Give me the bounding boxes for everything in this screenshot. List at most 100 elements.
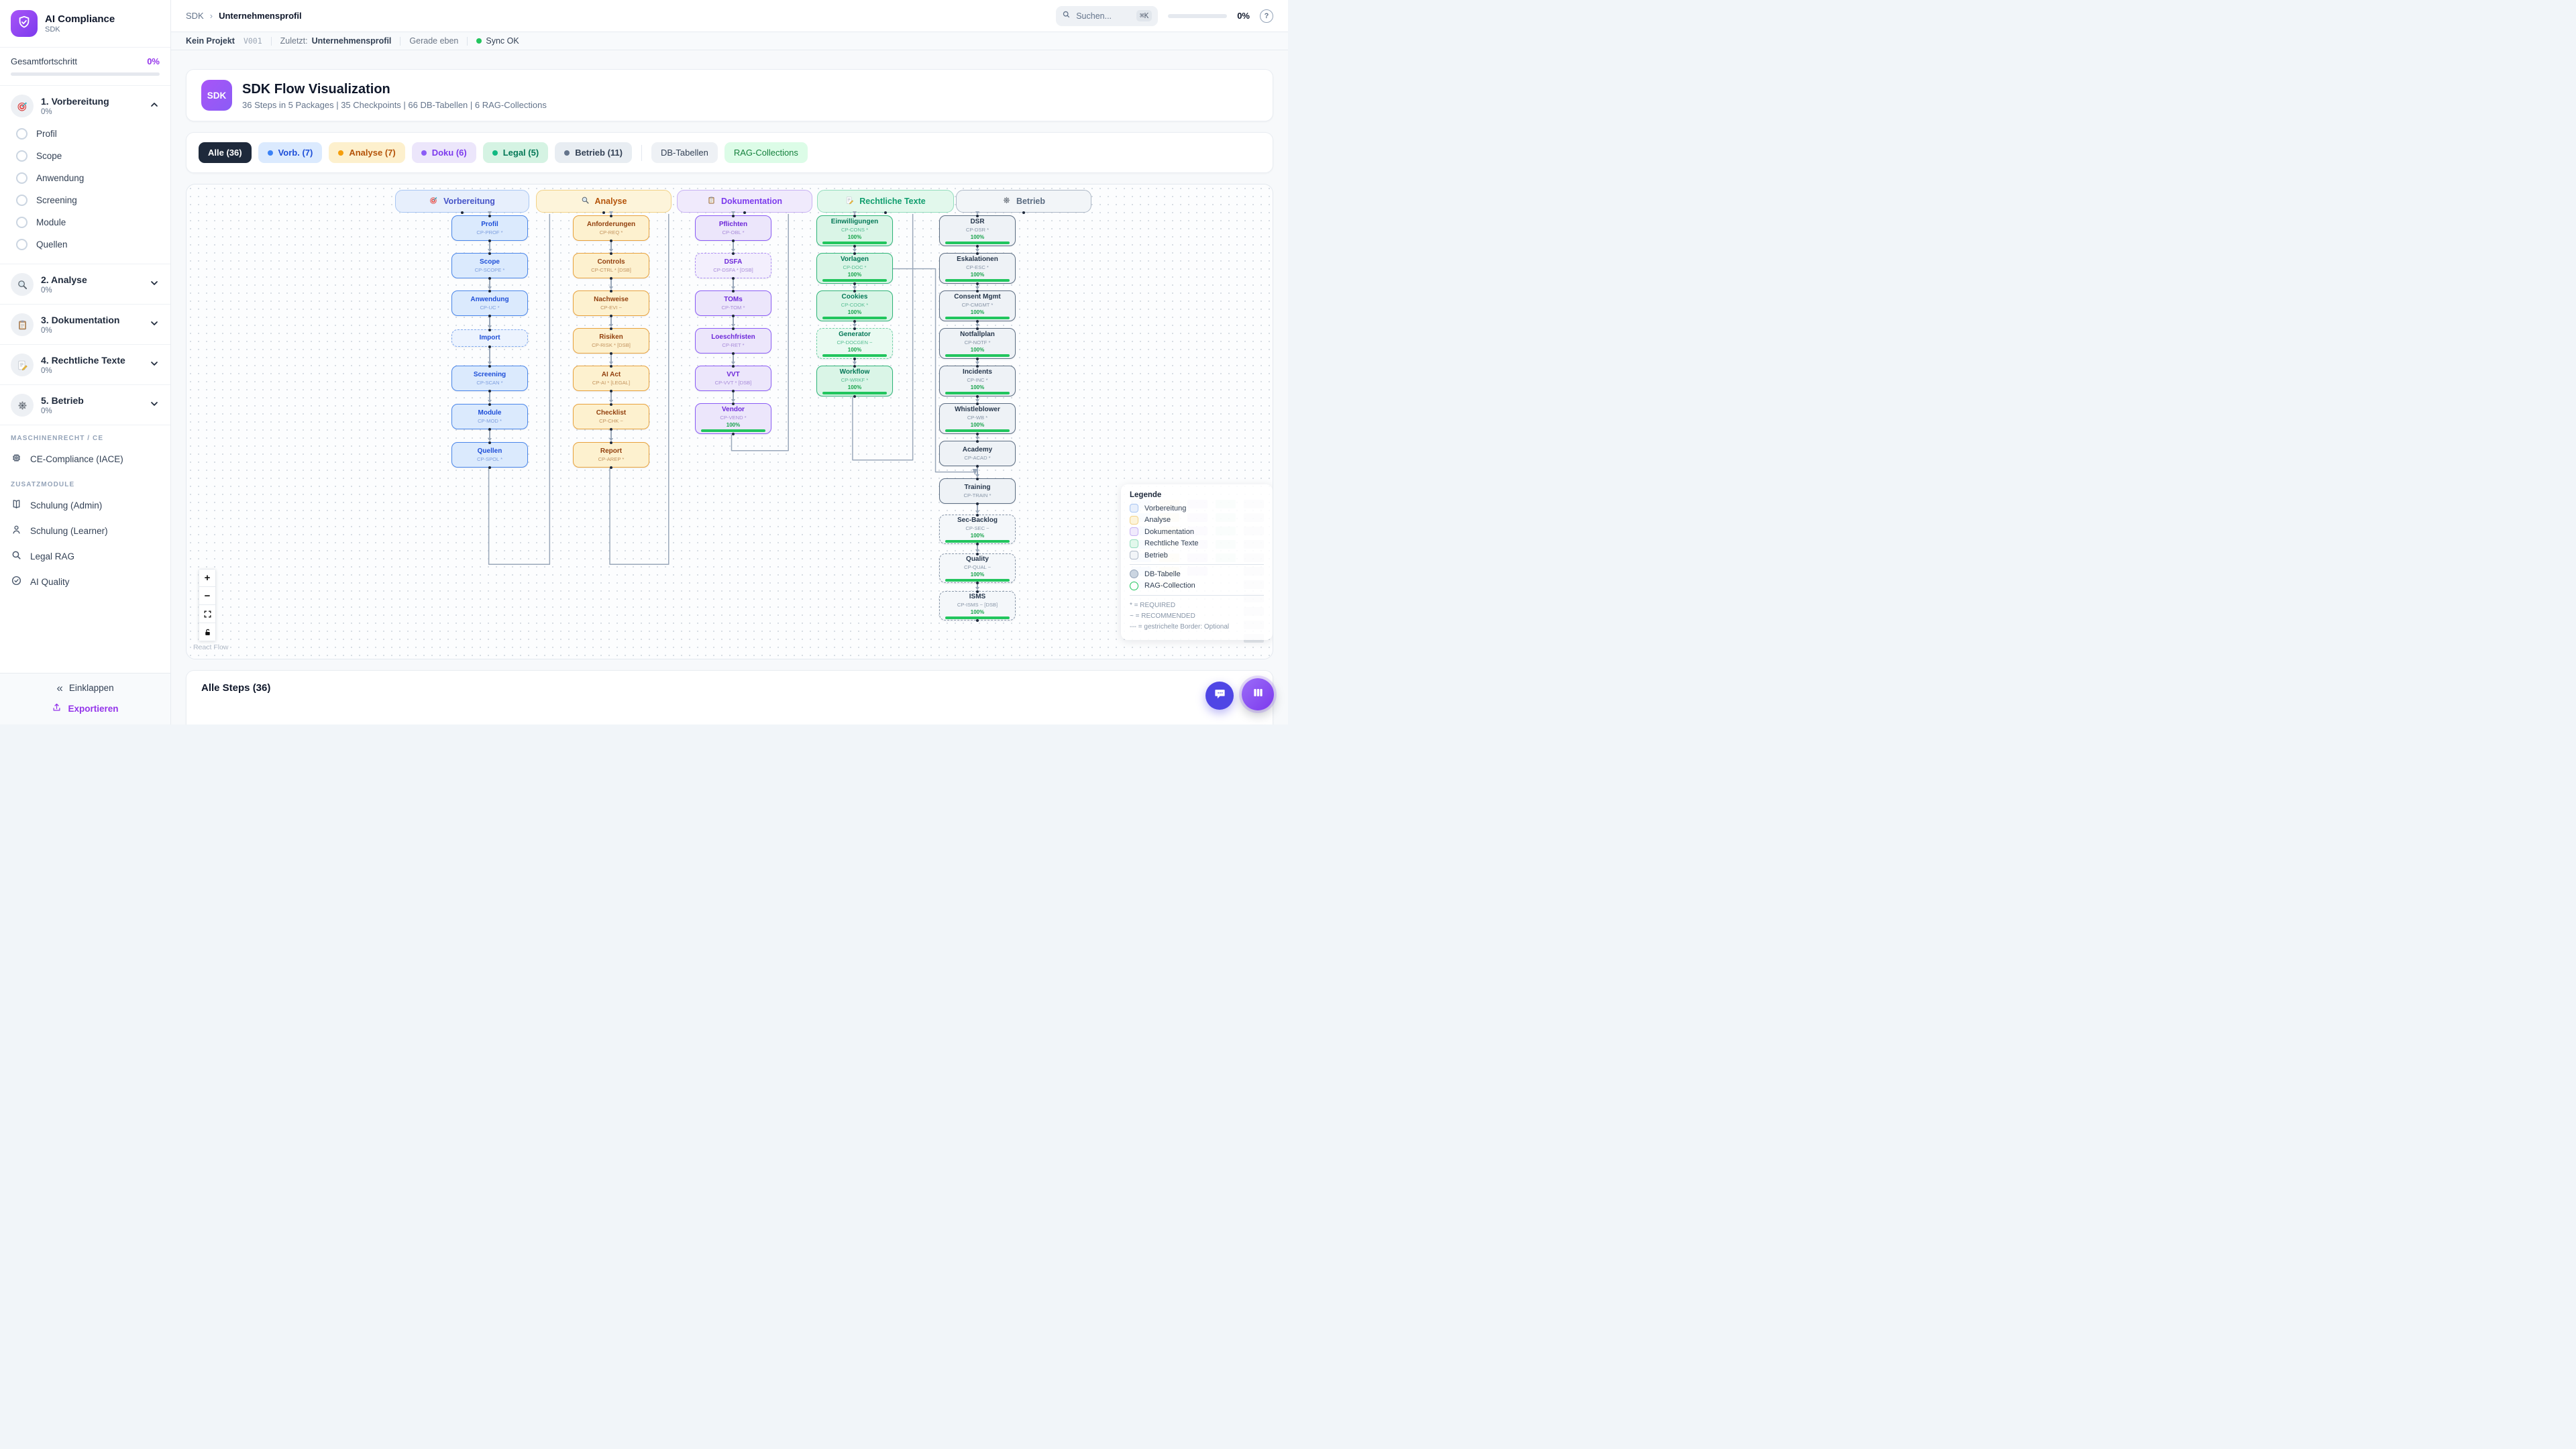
flow-edge	[977, 398, 978, 400]
sidebar-item-module[interactable]: Module	[0, 211, 170, 233]
sidebar-item-schulung-learner[interactable]: Schulung (Learner)	[0, 518, 170, 543]
radio-unchecked-icon	[16, 128, 28, 140]
breadcrumb-separator: ›	[209, 11, 213, 21]
sidebar-item-legal-rag[interactable]: Legal RAG	[0, 543, 170, 569]
flow-edge-arrowhead	[731, 362, 735, 365]
filter-chip-analyse-7[interactable]: Analyse (7)	[329, 142, 405, 163]
flow-edge	[489, 431, 490, 439]
export-button[interactable]: Exportieren	[52, 702, 119, 714]
flow-column-header-vorbereitung[interactable]: Vorbereitung	[395, 190, 529, 214]
flow-edge	[733, 280, 734, 287]
flow-edge-arrowhead	[608, 362, 613, 365]
memo-icon	[845, 196, 854, 207]
overall-progress-track	[11, 72, 160, 76]
flow-column-header-dokumentation[interactable]: Dokumentation	[677, 190, 812, 214]
sidebar-item-profil[interactable]: Profil	[0, 123, 170, 145]
radio-unchecked-icon	[16, 195, 28, 206]
lock-button[interactable]	[199, 623, 216, 641]
legend-note: --- = gestrichelte Border: Optional	[1130, 623, 1230, 631]
sidebar-item-anwendung[interactable]: Anwendung	[0, 167, 170, 189]
flow-edge	[610, 280, 612, 287]
flow-canvas[interactable]: Legende Vorbereitung Analyse Dokumentati…	[186, 184, 1273, 659]
help-button[interactable]: ?	[1260, 9, 1273, 23]
sidebar-item-quellen[interactable]: Quellen	[0, 233, 170, 256]
board-view-button[interactable]	[1242, 678, 1274, 710]
fit-view-button[interactable]	[199, 605, 216, 623]
status-bar: Kein Projekt V001 Zuletzt: Unternehmensp…	[171, 32, 1288, 50]
flow-column-header-betrieb[interactable]: Betrieb	[956, 190, 1091, 214]
flow-edge	[977, 505, 978, 511]
sidebar-item-ai-quality[interactable]: AI Quality	[0, 569, 170, 594]
flow-edge	[489, 317, 490, 326]
flow-edge	[610, 431, 612, 439]
flow-edge-arrowhead	[975, 437, 979, 440]
filter-chip-vorb-7[interactable]: Vorb. (7)	[258, 142, 323, 163]
flow-node-import[interactable]: Import	[451, 328, 528, 348]
breadcrumb-root[interactable]: SDK	[186, 11, 204, 21]
sidebar-item-scope[interactable]: Scope	[0, 145, 170, 167]
flow-column-header-analyse[interactable]: Analyse	[536, 190, 672, 214]
chevron-down-icon	[149, 278, 160, 292]
filter-chip-doku-6[interactable]: Doku (6)	[411, 142, 476, 163]
flow-edge-arrowhead	[487, 362, 492, 365]
sidebar-item-screening[interactable]: Screening	[0, 189, 170, 211]
filter-chip-legal-5[interactable]: Legal (5)	[482, 142, 549, 163]
filter-chip-betrieb-11[interactable]: Betrieb (11)	[555, 142, 632, 163]
chat-button[interactable]	[1205, 682, 1234, 710]
sidebar-item-ce-compliance-iace[interactable]: CE-Compliance (IACE)	[0, 446, 170, 472]
all-steps-card: Alle Steps (36)	[186, 670, 1273, 724]
flow-column-header-rechtliche-texte[interactable]: Rechtliche Texte	[817, 190, 954, 214]
sidebar-item-schulung-admin[interactable]: Schulung (Admin)	[0, 492, 170, 518]
filter-chip-db-tabellen[interactable]: DB-Tabellen	[651, 142, 718, 163]
filter-chip-rag-collections[interactable]: RAG-Collections	[724, 142, 808, 163]
collapse-sidebar-button[interactable]: « Einklappen	[56, 682, 113, 694]
zoom-out-button[interactable]: −	[199, 587, 216, 605]
search-input[interactable]: Suchen... ⌘K	[1056, 5, 1159, 26]
filter-chip-alle-36[interactable]: Alle (36)	[199, 142, 252, 163]
legend-swatch	[1130, 527, 1138, 536]
zoom-in-button[interactable]: +	[199, 569, 216, 587]
flow-edge	[854, 323, 855, 325]
flow-edge-arrowhead	[975, 474, 979, 478]
